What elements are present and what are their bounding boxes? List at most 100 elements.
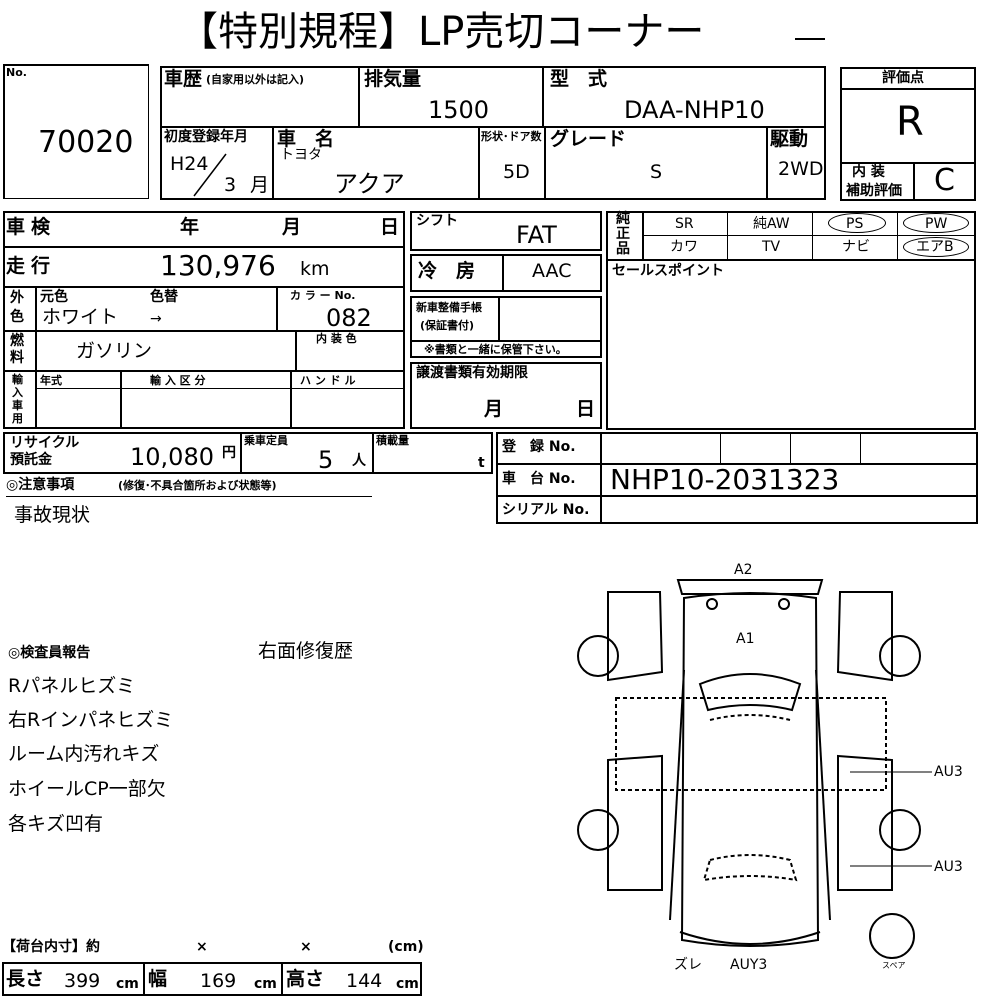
registration-block	[496, 432, 978, 524]
cargo-width-unit: cm	[254, 976, 277, 992]
mileage-unit: km	[300, 258, 330, 280]
color-change-label: 色替	[150, 289, 178, 305]
genuine-leather: カワ	[670, 239, 698, 255]
cargo-height-unit: cm	[396, 976, 419, 992]
chassis-value: NHP10-2031323	[610, 463, 840, 496]
displacement-label: 排気量	[364, 68, 422, 90]
import-handle-label: ハ ン ド ル	[300, 374, 356, 387]
cargo-height-label: 高さ	[286, 968, 325, 990]
genuine-label-3: 品	[616, 241, 630, 257]
car-name: アクア	[334, 170, 405, 198]
import-side-3: 車	[12, 399, 23, 412]
fuel-value: ガソリン	[76, 340, 153, 362]
first-reg-label: 初度登録年月	[164, 129, 248, 145]
cargo-label: 【荷台内寸】約	[2, 939, 100, 955]
sales-point-label: セールスポイント	[612, 263, 724, 279]
drive-value: 2WD	[778, 158, 824, 180]
load-unit: t	[478, 455, 485, 471]
color-side-1: 外	[10, 290, 24, 306]
chassis-label: 車 台 No.	[502, 471, 576, 487]
import-side-2: 入	[12, 386, 23, 399]
transfer-day: 日	[576, 398, 596, 420]
first-reg-month: 3	[224, 174, 237, 196]
car-name-label: 車 名	[277, 128, 335, 150]
genuine-sales-box	[606, 211, 976, 430]
notes-label: ◎注意事項	[6, 477, 75, 493]
inspector-line-4: ホイールCP一部欠	[8, 778, 166, 800]
capacity-unit: 人	[352, 453, 366, 469]
evaluation-label: 評価点	[882, 70, 924, 86]
maintenance-box	[410, 296, 602, 358]
displacement-value: 1500	[428, 96, 490, 124]
diagram-zure: ズレ	[674, 957, 702, 973]
evaluation-box	[840, 67, 976, 201]
first-reg-month-unit: 月	[250, 174, 270, 196]
recycle-row	[3, 432, 493, 474]
shaken-day: 日	[380, 216, 400, 238]
history-label: 車歴	[164, 68, 203, 90]
interior-label-1: 内 装	[852, 164, 885, 180]
genuine-label-1: 純	[616, 211, 630, 227]
grade-label: グレード	[550, 128, 627, 150]
capacity-label: 乗車定員	[244, 434, 288, 447]
mileage-label: 走行	[6, 255, 57, 277]
diagram-au3-lower: AU3	[934, 859, 963, 875]
recycle-label-1: リサイクル	[10, 435, 80, 451]
color-orig-label: 元色	[40, 289, 68, 305]
shaken-year: 年	[180, 216, 200, 238]
pw-circle	[903, 213, 969, 233]
genuine-label-2: 正	[616, 226, 630, 242]
shaken-month: 月	[282, 216, 302, 238]
history-note: (自家用以外は記入)	[206, 73, 305, 86]
cargo-length: 399	[64, 970, 101, 992]
registration-label: 登 録 No.	[502, 439, 576, 455]
maintenance-note: ※書類と一緒に保管下さい。	[424, 343, 567, 356]
inspector-line-3: ルーム内汚れキズ	[8, 743, 160, 765]
inspector-line-2: 右Rインパネヒズミ	[8, 709, 174, 731]
shift-label: シフト	[416, 213, 458, 229]
import-type-label: 輸 入 区 分	[150, 374, 206, 387]
shift-box	[410, 211, 602, 251]
fuel-side-2: 料	[10, 350, 24, 366]
fuel-side-1: 燃	[10, 333, 24, 349]
evaluation-score: R	[896, 99, 924, 145]
load-label: 積載量	[376, 434, 409, 447]
cargo-length-unit: cm	[116, 976, 139, 992]
interior-score: C	[934, 163, 955, 198]
diagram-spare: スペア	[882, 961, 906, 970]
recycle-unit: 円	[222, 445, 236, 461]
inspector-label: ◎検査員報告	[8, 645, 91, 661]
first-reg-slash	[193, 153, 227, 197]
transfer-label: 譲渡書類有効期限	[416, 365, 528, 381]
ac-box	[410, 254, 602, 292]
inspector-line-1: Rパネルヒズミ	[8, 675, 136, 697]
color-arrow: →	[150, 311, 162, 327]
genuine-ps: PS	[846, 216, 864, 232]
car-damage-diagram	[577, 579, 932, 959]
transfer-month: 月	[484, 398, 504, 420]
airbag-circle	[903, 237, 969, 257]
cargo-width-label: 幅	[148, 968, 168, 990]
capacity-value: 5	[318, 446, 334, 474]
diagram-a1: A1	[736, 631, 755, 647]
ac-value: AAC	[532, 260, 572, 282]
shaken-label: 車検	[6, 216, 57, 238]
ac-label: 冷 房	[418, 260, 476, 282]
color-value: ホワイト	[42, 306, 119, 328]
cargo-height: 144	[346, 970, 383, 992]
shift-value: FAT	[516, 221, 557, 249]
genuine-airbag: エアB	[916, 239, 954, 255]
cargo-width: 169	[200, 970, 237, 992]
cargo-x2: ×	[300, 939, 312, 955]
diagram-a2: A2	[734, 562, 753, 578]
color-side-2: 色	[10, 309, 24, 325]
genuine-navi: ナビ	[842, 239, 870, 255]
model-value: DAA-NHP10	[624, 96, 765, 124]
cargo-length-label: 長さ	[6, 968, 45, 990]
import-year-label: 年式	[40, 374, 62, 387]
import-side-1: 輸	[12, 373, 23, 386]
lot-box	[3, 64, 149, 199]
inspector-line-5: 各キズ凹有	[8, 813, 104, 835]
cargo-x1: ×	[196, 939, 208, 955]
maintenance-label-2: (保証書付)	[420, 319, 475, 332]
